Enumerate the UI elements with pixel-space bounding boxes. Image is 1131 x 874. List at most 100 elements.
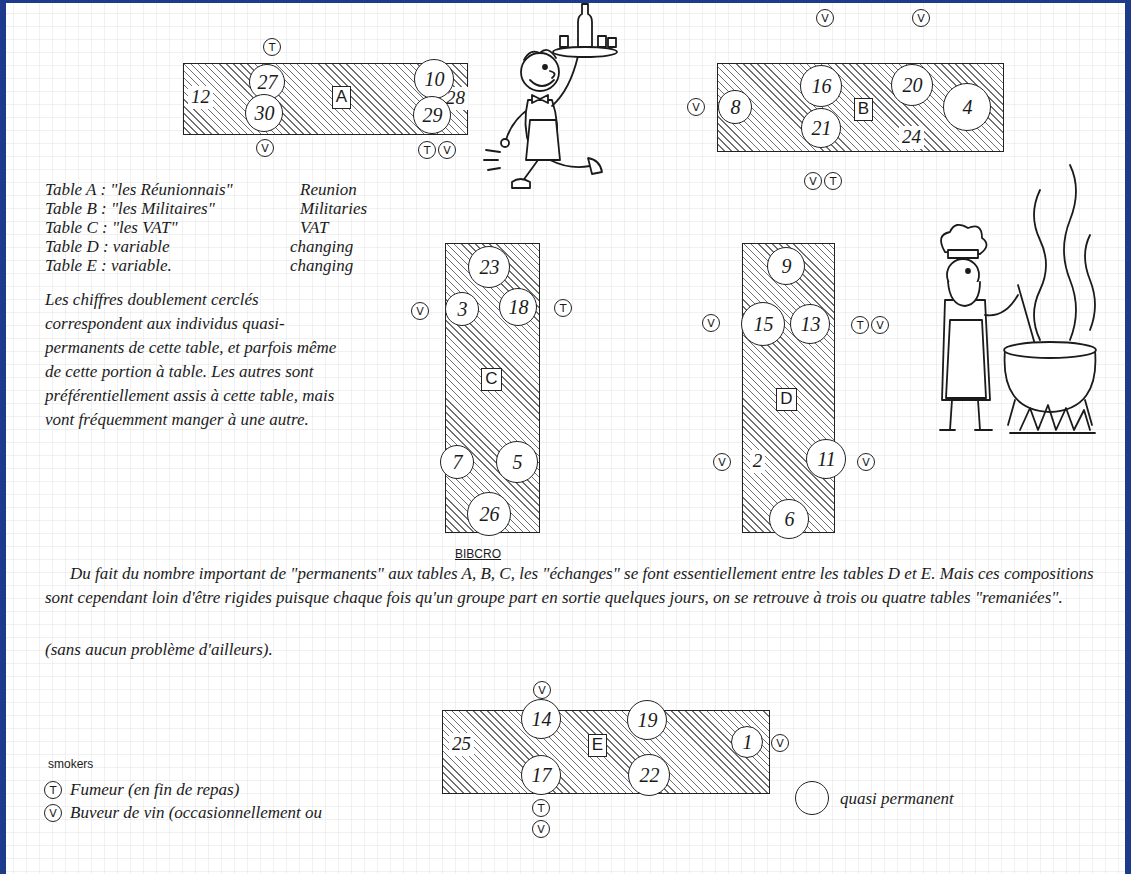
person-circle: 8 [718, 90, 752, 124]
steam [1085, 235, 1095, 330]
note-text: Table A : "les Réunionnais" [45, 180, 233, 199]
person-circle: 6 [769, 499, 809, 539]
person-circle: 19 [627, 700, 667, 740]
legend-entry: quasi permanent [840, 789, 954, 808]
note-text: (sans aucun problème d'ailleurs). [45, 640, 273, 659]
table-letter: D [776, 388, 796, 411]
person-circle: 20 [891, 64, 933, 106]
note-text: changing [290, 256, 353, 275]
note-text: Table B : "les Militaires" [45, 199, 215, 218]
habit-letter: V [416, 306, 424, 317]
habit-letter: V [776, 738, 784, 749]
habit-letter: V [538, 685, 546, 696]
habit-letter: T [857, 320, 864, 331]
habit-marker: T [824, 172, 842, 190]
dining-table: 141917221E25 [442, 710, 770, 794]
habit-marker: T [418, 141, 436, 159]
seat-number: 23 [479, 257, 499, 277]
person-circle: 22 [628, 754, 670, 796]
note-text: Table C : "les VAT" [45, 218, 178, 237]
habit-marker: V [771, 734, 789, 752]
habit-letter: V [261, 143, 269, 154]
dining-table: 27103029A1228 [183, 63, 468, 135]
person-circle: 15 [741, 302, 785, 346]
seat-number: 7 [452, 452, 462, 472]
waiter-hand [501, 139, 509, 147]
dining-table: 23 3 18 7 5 26 C [445, 243, 540, 533]
legend-symbol: V [44, 804, 62, 822]
legend-text: Buveur de vin (occasionnellement ou [70, 803, 322, 822]
habit-marker: T [263, 38, 281, 56]
waiter-head [521, 53, 559, 91]
habit-letter: T [538, 803, 545, 814]
note-text: Table D : variable [45, 237, 170, 256]
seat-number: 18 [508, 297, 528, 317]
seat-number: 6 [784, 509, 794, 529]
habit-letter: V [692, 102, 700, 113]
frame-edge [0, 0, 6, 874]
note-text: Militaries [300, 199, 367, 218]
legend-text: Fumeur (en fin de repas) [70, 780, 239, 799]
person-circle: 29 [413, 96, 451, 134]
habit-marker: V [857, 453, 875, 471]
note-paragraph: Les chiffres doublement cerclés correspo… [45, 288, 345, 432]
seat-number: 27 [257, 72, 277, 92]
seat-number: 5 [512, 452, 522, 472]
legend-entry: Buveur de vin (occasionnellement ou [70, 803, 322, 822]
seat-number: 8 [730, 97, 740, 117]
steam [1064, 165, 1076, 340]
habit-letter: V [917, 13, 925, 24]
fire [1020, 405, 1090, 430]
seat-number: 24 [899, 126, 924, 149]
person-circle: 5 [496, 441, 538, 483]
seat-number: 17 [531, 765, 551, 785]
seat-number: 30 [254, 103, 274, 123]
habit-marker: V [912, 9, 930, 27]
habit-letter: V [707, 318, 715, 329]
seat-number: 4 [962, 97, 972, 117]
table-letter: C [481, 368, 501, 391]
seat-number: 20 [902, 75, 922, 95]
habit-marker: V [713, 453, 731, 471]
seat-number: 16 [811, 76, 831, 96]
seat-number: 25 [449, 733, 474, 756]
person-circle: 9 [767, 247, 805, 285]
habit-letter: T [560, 303, 567, 314]
legend-symbol: T [44, 781, 62, 799]
habit-letter: V [718, 457, 726, 468]
habit-marker: V [871, 316, 889, 334]
habit-letter: V [537, 824, 545, 835]
steam [1034, 190, 1046, 340]
habit-marker: V [532, 820, 550, 838]
habit-letter: V [443, 145, 451, 156]
seat-number: 21 [811, 118, 831, 138]
habit-letter: V [862, 457, 870, 468]
habit-marker: V [533, 681, 551, 699]
waiter-leg [550, 160, 590, 167]
person-circle: 21 [801, 108, 841, 148]
person-circle: 13 [790, 304, 830, 344]
seat-number: 11 [817, 449, 836, 469]
chef-arm [985, 295, 1018, 315]
habit-letter: V [809, 176, 817, 187]
habit-marker: V [256, 139, 274, 157]
legend-text: quasi permanent [840, 789, 954, 808]
seat-number: 26 [479, 504, 499, 524]
seat-number: 9 [781, 256, 791, 276]
person-circle: 26 [467, 492, 511, 536]
note-text: BIBCRO [455, 547, 501, 561]
motion-lines [484, 150, 500, 170]
seat-number: 3 [457, 299, 467, 319]
waiter-shoe [588, 158, 602, 174]
dining-table: 91513116D2 [742, 243, 835, 533]
legend-entry: Fumeur (en fin de repas) [70, 780, 239, 799]
person-circle: 30 [245, 94, 283, 132]
seat-number: 29 [422, 105, 442, 125]
frame-edge [1125, 0, 1131, 874]
habit-letter: T [269, 42, 276, 53]
waiter-shoe [512, 179, 530, 188]
chef-legs [940, 400, 992, 430]
habit-letter: V [821, 13, 829, 24]
